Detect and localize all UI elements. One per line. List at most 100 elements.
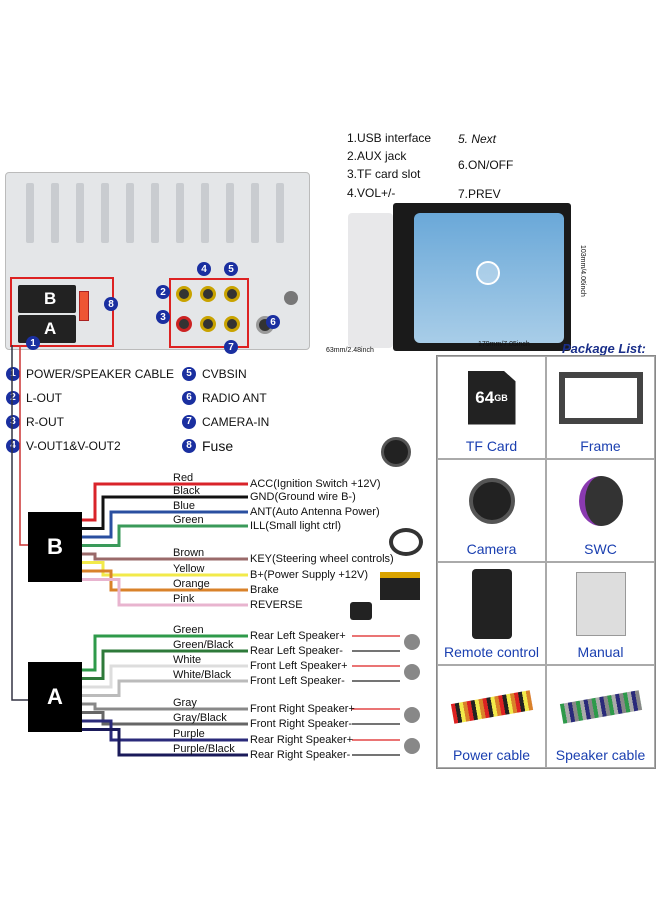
head-unit-front (348, 203, 573, 351)
package-speaker-cable: Speaker cable (546, 665, 655, 768)
package-list-title: Package List: (562, 341, 646, 356)
wire-color-label: Gray/Black (173, 712, 227, 724)
wire-color-label: White (173, 654, 202, 666)
tf-capacity: 64 (475, 387, 495, 407)
legend-label: L-OUT (26, 391, 62, 405)
wire-color-label: Gray (173, 697, 197, 709)
number-badge-icon: 1 (6, 367, 20, 381)
package-item-label: Camera (466, 541, 517, 557)
wire-color-label: Green (173, 624, 204, 636)
wire-gray-black (82, 711, 248, 726)
package-frame: Frame (546, 356, 655, 459)
wire-color-label: Yellow (173, 563, 205, 575)
wire-gray (82, 702, 248, 711)
wire-function-label: ILL(Small light ctrl) (250, 520, 342, 532)
marker-6: 6 (266, 315, 280, 329)
speaker-icon (404, 707, 420, 723)
wire-white-black (82, 679, 248, 697)
package-remote: Remote control (437, 562, 546, 665)
number-badge-icon: 7 (182, 415, 196, 429)
wire-function-label: Front Right Speaker- (250, 718, 353, 730)
tf-unit: GB (494, 392, 508, 403)
wire-pink (82, 578, 248, 607)
wire-function-label: Front Left Speaker- (250, 675, 345, 687)
package-item-label: Remote control (444, 644, 539, 660)
wire-color-label: White/Black (173, 669, 232, 681)
wire-color-label: Brown (173, 547, 205, 559)
legend-item: 8 Fuse (182, 439, 233, 453)
marker-3: 3 (156, 310, 170, 324)
fuse (79, 291, 89, 321)
wire-function-label: Rear Right Speaker- (250, 749, 351, 761)
feature-onoff: 6.ON/OFF (458, 158, 514, 172)
wire-function-label: Front Right Speaker+ (250, 703, 355, 715)
wire-green (82, 524, 248, 547)
marker-7: 7 (224, 340, 238, 354)
legend-item: 2 L-OUT (6, 391, 62, 405)
marker-5: 5 (224, 262, 238, 276)
wire-function-label: ACC(Ignition Switch +12V) (250, 478, 381, 490)
harness-b-plug: B (28, 512, 82, 582)
speaker-icon (404, 664, 420, 680)
package-item-label: Speaker cable (555, 747, 646, 763)
feature-prev: 7.PREV (458, 187, 501, 201)
package-item-label: TF Card (465, 438, 518, 454)
wire-function-label: Front Left Speaker+ (250, 660, 348, 672)
speaker-icon (404, 634, 420, 650)
package-item-label: Power cable (452, 747, 531, 763)
legend-label: V-OUT1&V-OUT2 (26, 439, 121, 453)
feature-usb: 1.USB interface (347, 131, 432, 145)
wire-red (82, 482, 248, 522)
number-badge-icon: 5 (182, 367, 196, 381)
wire-function-label: Brake (250, 584, 279, 596)
wire-blue (82, 510, 248, 539)
wire-function-label: Rear Right Speaker+ (250, 734, 354, 746)
feature-next: 5. Next (458, 132, 497, 146)
legend-label: R-OUT (26, 415, 64, 429)
marker-4: 4 (197, 262, 211, 276)
wire-color-label: Purple (173, 728, 205, 740)
wire-color-label: Purple/Black (173, 743, 235, 755)
dim-width: 179mm/7.05inch (478, 341, 530, 348)
number-badge-icon: 2 (6, 391, 20, 405)
package-swc: SWC (546, 459, 655, 562)
wire-brown (82, 552, 248, 561)
number-badge-icon: 6 (182, 391, 196, 405)
wire-color-label: Black (173, 485, 200, 497)
battery-icon (380, 572, 420, 600)
harness-a-plug: A (28, 662, 82, 732)
ignition-switch-icon (381, 437, 411, 467)
legend-label: POWER/SPEAKER CABLE (26, 367, 175, 381)
wire-color-label: Green (173, 514, 204, 526)
package-item-label: Frame (580, 438, 621, 454)
dim-depth: 63mm/2.48inch (326, 347, 374, 354)
marker-1: 1 (26, 336, 40, 350)
package-manual: Manual (546, 562, 655, 665)
feature-tf: 3.TF card slot (347, 167, 421, 181)
steering-wheel-icon (389, 528, 423, 556)
wire-green-black (82, 649, 248, 680)
package-power-cable: Power cable (437, 665, 546, 768)
wire-function-label: Rear Left Speaker- (250, 645, 343, 657)
wire-function-label: GND(Ground wire B-) (250, 491, 356, 503)
legend-label: Fuse (202, 438, 234, 454)
package-camera: Camera (437, 459, 546, 562)
wire-white (82, 664, 248, 689)
number-badge-icon: 8 (182, 439, 196, 453)
legend-label: RADIO ANT (202, 391, 267, 405)
legend-item: 6 RADIO ANT (182, 391, 267, 405)
wire-color-label: Green/Black (173, 639, 234, 651)
wire-color-label: Red (173, 472, 194, 484)
wire-color-label: Orange (173, 578, 210, 590)
wire-function-label: Rear Left Speaker+ (250, 630, 346, 642)
speaker-icon (404, 738, 420, 754)
feature-vol: 4.VOL+/- (347, 186, 396, 200)
wire-color-label: Pink (173, 593, 195, 605)
